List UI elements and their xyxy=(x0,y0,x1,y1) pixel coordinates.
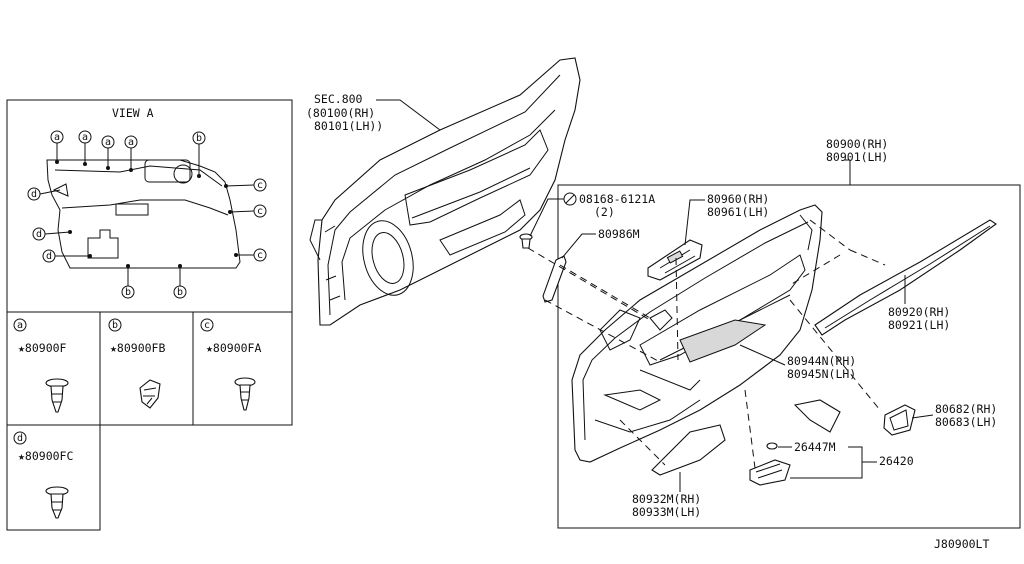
screw-leader xyxy=(529,198,564,237)
pocket-rh: 80932M(RH) xyxy=(632,492,701,506)
view-a-bracket xyxy=(115,203,149,216)
armrest-leader xyxy=(739,344,786,366)
legend-a-part: ★80900F xyxy=(18,341,67,355)
view-a-trim-outline xyxy=(46,159,241,269)
escutcheon-leader xyxy=(911,414,934,419)
sec-rh-label: (80100(RH) xyxy=(306,106,375,120)
view-a-pocket-bracket xyxy=(87,229,119,259)
switch-finisher-leader xyxy=(684,199,705,246)
callout-c-1: c xyxy=(257,180,263,191)
sec-label: SEC.800 xyxy=(314,92,363,106)
clip-b-icon xyxy=(139,379,161,409)
callout-c-3: c xyxy=(257,250,263,261)
callout-a-4: a xyxy=(128,137,134,148)
armrest-rh: 80944N(RH) xyxy=(787,354,856,368)
sec-leader xyxy=(376,99,441,131)
view-a-callouts: a a a a b d d d c c c b b xyxy=(27,130,267,299)
clip-legend xyxy=(6,311,293,531)
view-a-mid-line xyxy=(61,199,229,216)
trim-assy-frame xyxy=(557,184,1021,529)
door-pocket xyxy=(651,424,726,476)
lamp-assy xyxy=(749,442,791,486)
trim-assy-leader xyxy=(845,159,851,185)
switch-finisher-lh: 80961(LH) xyxy=(707,205,769,219)
legend-b-part: ★80900FB xyxy=(110,341,165,355)
handle-escutcheon xyxy=(883,404,916,436)
screw-qty: (2) xyxy=(594,205,615,219)
view-a-switch-cutout xyxy=(144,159,191,183)
callout-b-top: b xyxy=(196,133,202,144)
trim-assy-rh: 80900(RH) xyxy=(826,137,888,151)
view-a-inner-line xyxy=(54,165,223,187)
callout-a-2: a xyxy=(82,132,88,143)
clip-a-icon xyxy=(45,378,69,413)
lamp-assy-leader xyxy=(790,446,877,479)
diagram-id: J80900LT xyxy=(934,537,989,551)
view-a-side-clip xyxy=(52,183,69,197)
view-a-frame xyxy=(6,99,293,313)
lamp-bulb-part: 26447M xyxy=(794,440,836,454)
clip-d-icon xyxy=(45,486,69,519)
escutcheon-rh: 80682(RH) xyxy=(935,402,997,416)
callout-b-bottom-2: b xyxy=(177,287,183,298)
callout-d-1: d xyxy=(31,189,37,200)
view-a-title: VIEW A xyxy=(112,106,154,120)
legend-d-part: ★80900FC xyxy=(18,449,73,463)
escutcheon-lh: 80683(LH) xyxy=(935,415,997,429)
sec-lh-label: 80101(LH)) xyxy=(314,119,383,133)
clip-c-icon xyxy=(234,377,256,411)
assembly-lines xyxy=(527,219,886,469)
garnish-lh: 80921(LH) xyxy=(888,318,950,332)
armrest-pad xyxy=(793,399,841,433)
legend-c-key: c xyxy=(204,320,210,331)
bracket-part: 80986M xyxy=(598,227,640,241)
bracket-icon xyxy=(542,255,567,303)
screw-part: 08168-6121A xyxy=(579,192,655,206)
pocket-lh: 80933M(LH) xyxy=(632,505,701,519)
switch-finisher-rh: 80960(RH) xyxy=(707,192,769,206)
callout-a-1: a xyxy=(54,132,60,143)
trim-assy-lh: 80901(LH) xyxy=(826,150,888,164)
door-inner-panel xyxy=(309,57,581,326)
callout-d-2: d xyxy=(36,229,42,240)
legend-c-part: ★80900FA xyxy=(206,341,261,355)
bracket-leader xyxy=(561,233,596,259)
legend-d-key: d xyxy=(17,433,23,444)
switch-finisher xyxy=(647,239,703,281)
armrest-lh: 80945N(LH) xyxy=(787,367,856,381)
callout-c-2: c xyxy=(257,206,263,217)
view-a-clip-dots xyxy=(55,160,238,268)
callout-a-3: a xyxy=(105,137,111,148)
view-a-leaders xyxy=(39,143,255,286)
legend-a-key: a xyxy=(17,320,23,331)
garnish-rh: 80920(RH) xyxy=(888,305,950,319)
screw-icon xyxy=(519,233,533,249)
view-a-speaker-cutout xyxy=(173,164,193,184)
legend-b-key: b xyxy=(112,320,118,331)
lamp-assy-part: 26420 xyxy=(879,454,914,468)
callout-b-bottom-1: b xyxy=(125,287,131,298)
callout-d-3: d xyxy=(46,251,52,262)
door-trim-panel xyxy=(571,204,823,463)
